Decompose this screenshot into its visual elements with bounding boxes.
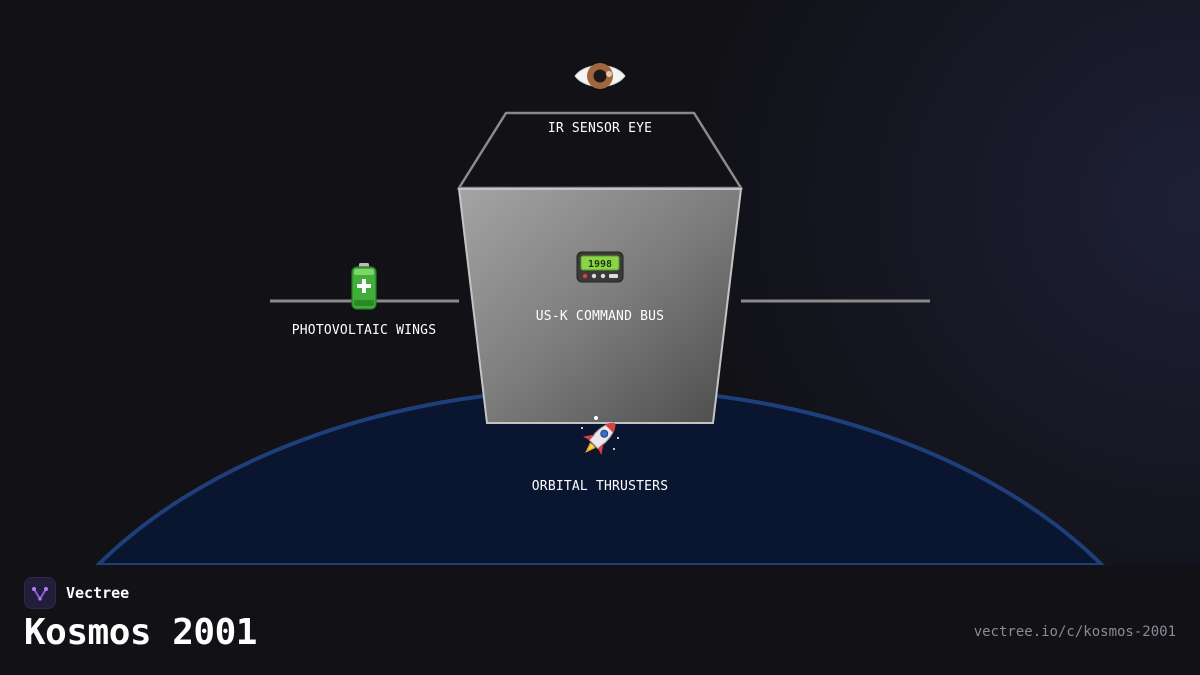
brand[interactable]: Vectree	[24, 577, 129, 609]
svg-text:1998: 1998	[588, 259, 612, 270]
node-label-bus: US-K COMMAND BUS	[535, 309, 665, 324]
pager-icon: 1998	[576, 251, 624, 287]
footer-bar	[0, 565, 1200, 675]
source-url[interactable]: vectree.io/c/kosmos-2001	[973, 624, 1176, 640]
node-label-wings: PHOTOVOLTAIC WINGS	[291, 323, 437, 338]
vectree-logo-icon	[24, 577, 56, 609]
command-bus-body	[457, 188, 743, 424]
battery-icon	[349, 262, 379, 314]
page-title: Kosmos 2001	[24, 612, 257, 653]
node-label-thrusters: ORBITAL THRUSTERS	[531, 479, 669, 494]
rocket-icon	[574, 413, 626, 467]
eye-icon	[573, 58, 627, 98]
node-label-eye: IR SENSOR EYE	[547, 121, 653, 136]
brand-name: Vectree	[66, 584, 130, 602]
